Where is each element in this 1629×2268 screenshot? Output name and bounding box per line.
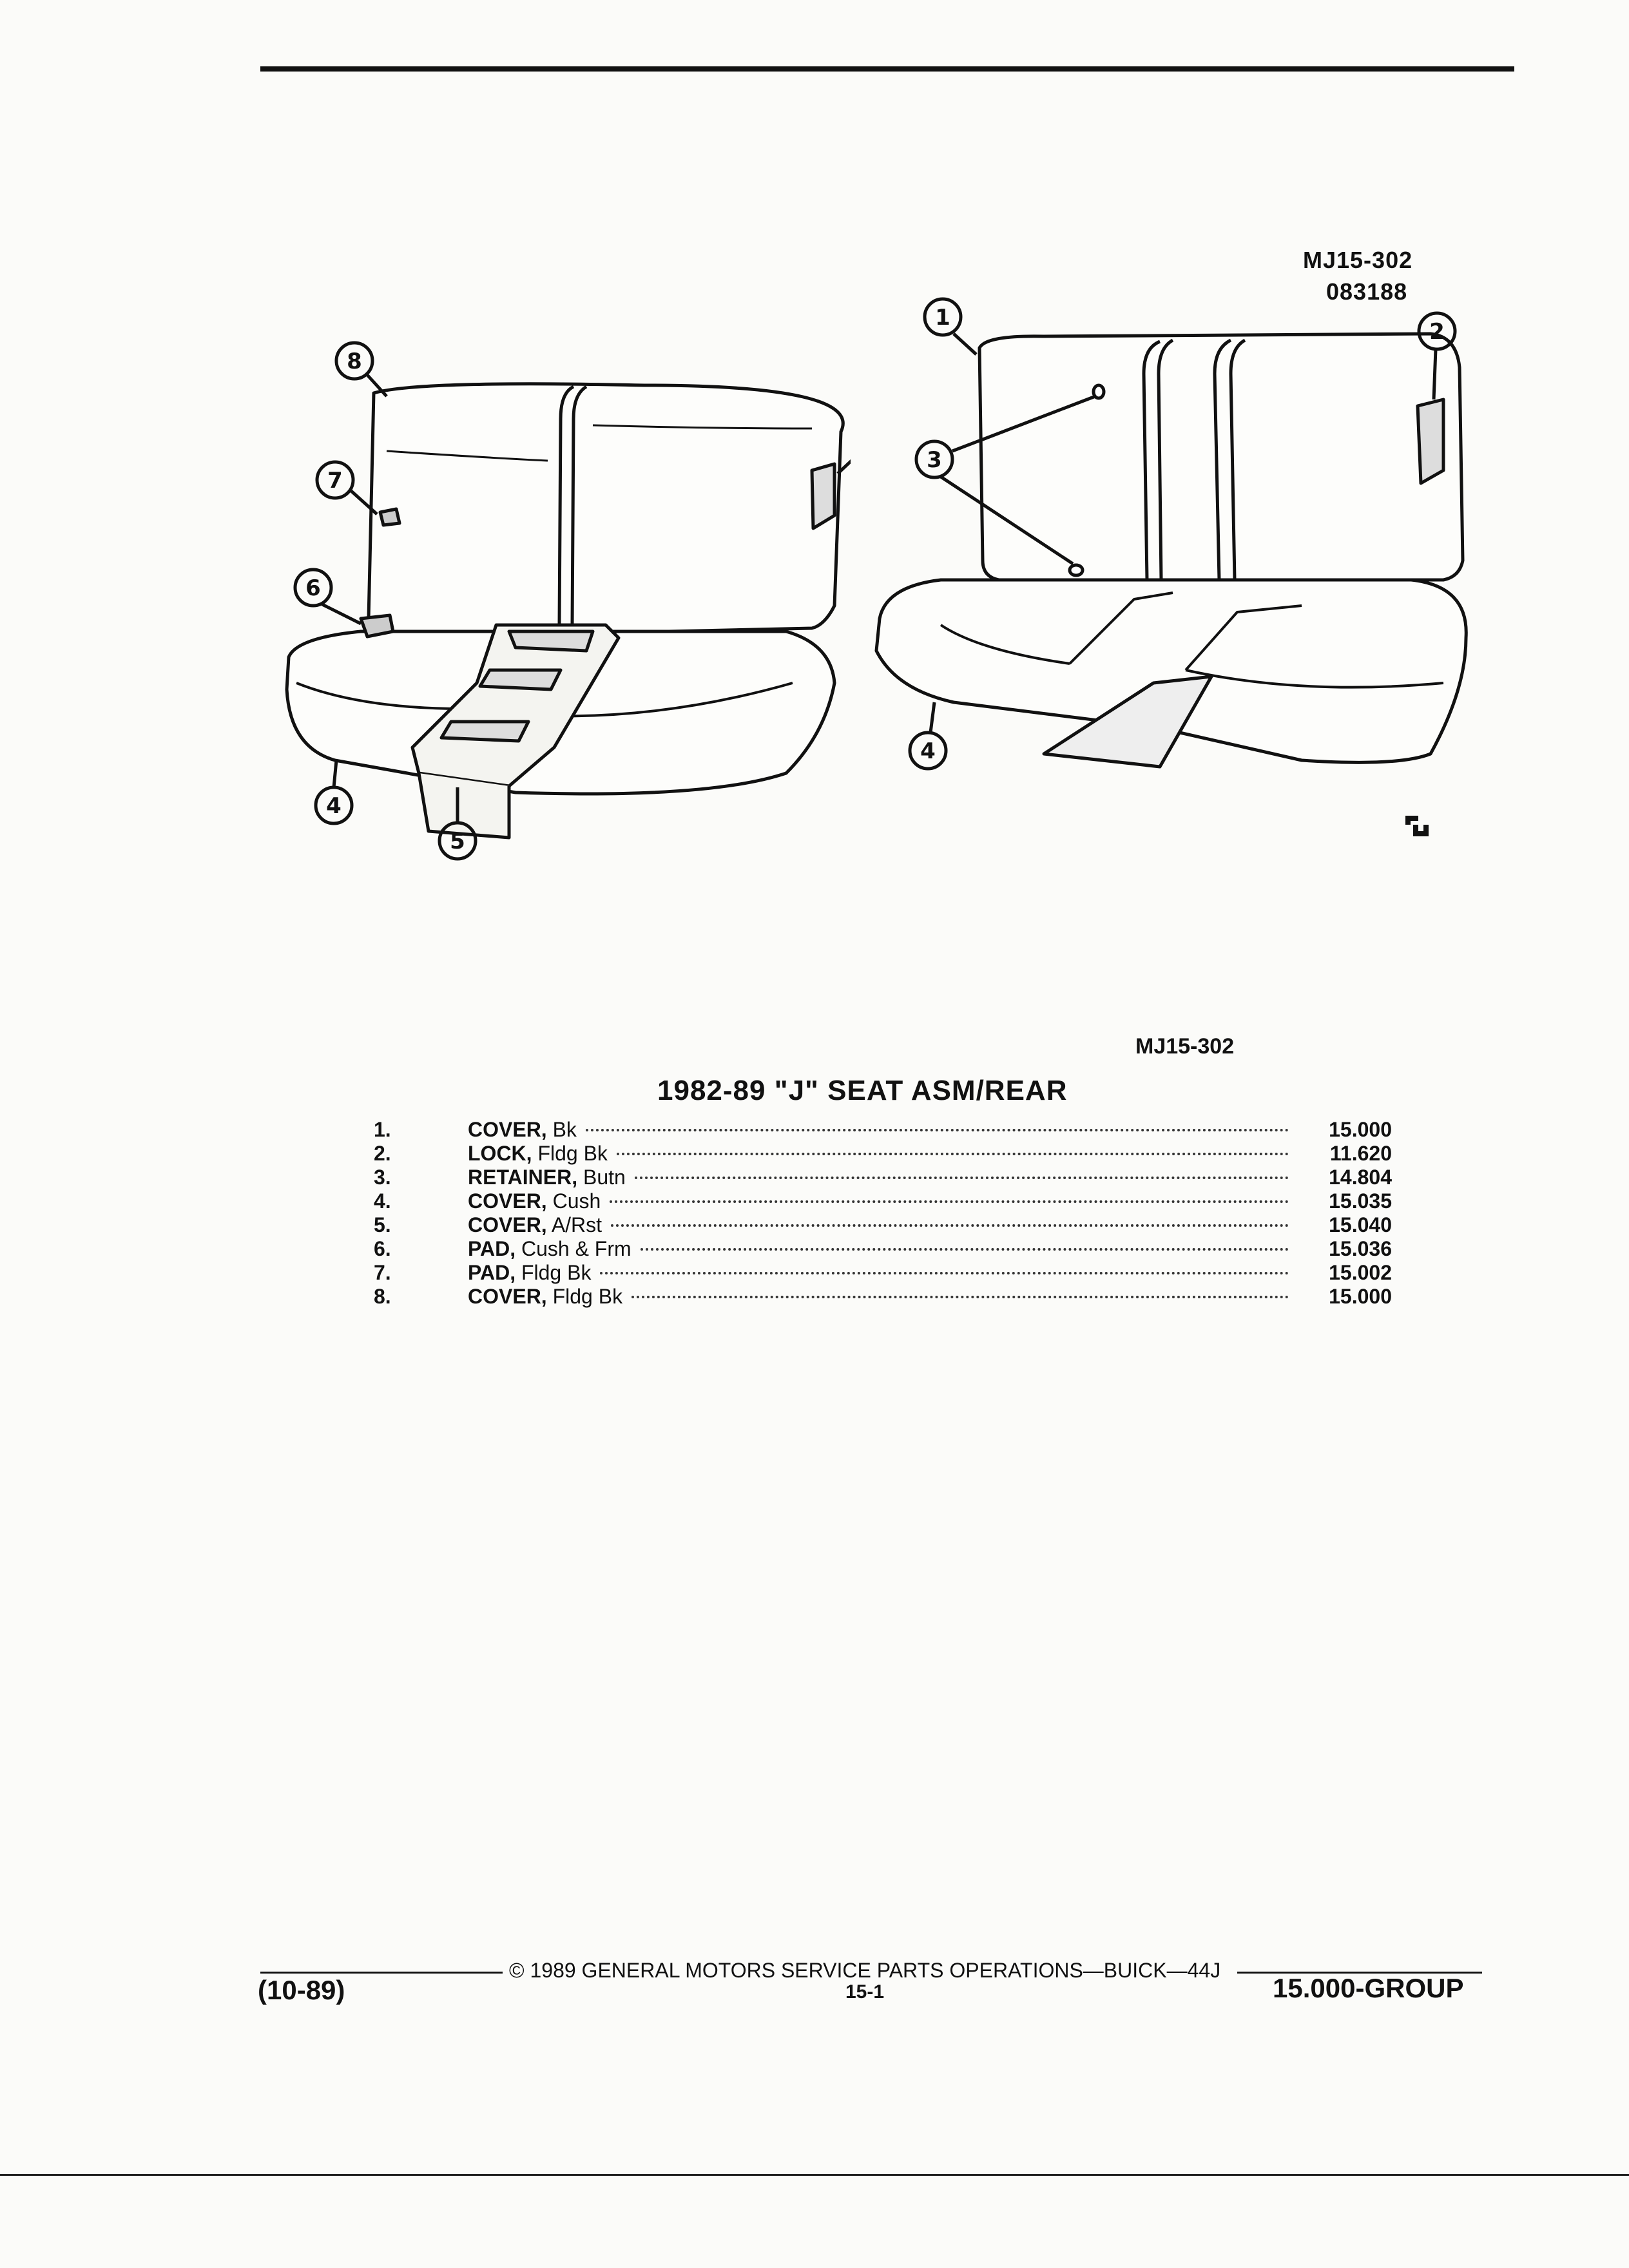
part-detail: Cush & Frm [521,1237,631,1260]
callout-8: 8 [347,349,362,374]
parts-row: 8. COVER, Fldg Bk 15.000 [374,1285,1392,1309]
parts-row: 2. LOCK, Fldg Bk 11.620 [374,1142,1392,1166]
parts-row: 3. RETAINER, Butn 14.804 [374,1166,1392,1189]
part-number: 6. [374,1237,391,1260]
callout-4: 4 [920,738,936,764]
bottom-rule [0,2174,1629,2176]
leader-dots [610,1200,1289,1203]
seat-illustration-right: 1 3 2 4 [874,297,1468,771]
leader-dots [634,1177,1289,1179]
leader-dots [611,1224,1289,1227]
revision-date: (10-89) [258,1975,345,2005]
part-group-ref: 15.000 [1329,1118,1392,1141]
callout-1: 1 [935,305,950,331]
parts-row: 7. PAD, Fldg Bk 15.002 [374,1261,1392,1285]
part-name: LOCK, [468,1142,532,1165]
leader-dots [600,1272,1289,1274]
part-group-ref: 15.035 [1329,1189,1392,1213]
callout-2: 2 [1429,319,1445,345]
part-name: PAD, [468,1237,516,1260]
parts-row: 4. COVER, Cush 15.035 [374,1189,1392,1213]
part-description: PAD, Fldg Bk [468,1261,591,1285]
part-description: COVER, Fldg Bk [468,1285,622,1309]
part-group-ref: 15.040 [1329,1213,1392,1236]
callout-6: 6 [305,575,321,601]
part-detail: Fldg Bk [521,1261,592,1284]
part-detail: Butn [583,1166,626,1189]
part-name: COVER, [468,1213,547,1236]
lock-bracket [1416,398,1445,485]
part-description: LOCK, Fldg Bk [468,1142,608,1166]
part-name: COVER, [468,1118,547,1141]
part-name: PAD, [468,1261,516,1284]
part-description: RETAINER, Butn [468,1166,626,1189]
seat-illustration-left: 8 7 6 4 5 2 [285,341,851,861]
gm-mark-icon [1405,816,1429,836]
part-number: 4. [374,1189,391,1213]
callout-5: 5 [450,829,465,854]
copyright-notice: © 1989 GENERAL MOTORS SERVICE PARTS OPER… [509,1959,1221,1982]
group-number: 15.000-GROUP [1273,1973,1464,2003]
part-group-ref: 14.804 [1329,1166,1392,1189]
part-detail: A/Rst [551,1213,602,1236]
part-group-ref: 15.036 [1329,1237,1392,1260]
part-detail: Bk [552,1118,577,1141]
callout-7: 7 [327,468,343,494]
callout-3: 3 [927,447,942,473]
part-group-ref: 15.002 [1329,1261,1392,1284]
part-group-ref: 11.620 [1329,1142,1392,1165]
seat-back [978,332,1465,582]
part-detail: Fldg Bk [552,1285,623,1308]
section-code: MJ15-302 [1135,1034,1235,1059]
part-name: COVER, [468,1189,547,1213]
part-number: 8. [374,1285,391,1308]
illustration-code: MJ15-302 [1303,247,1413,273]
top-rule [260,66,1514,72]
part-detail: Cush [552,1189,601,1213]
part-number: 1. [374,1118,391,1141]
part-description: PAD, Cush & Frm [468,1237,631,1261]
part-description: COVER, Bk [468,1118,577,1142]
part-group-ref: 15.000 [1329,1285,1392,1308]
cushion-pad [359,613,395,639]
part-description: COVER, A/Rst [468,1213,602,1237]
callout-4: 4 [326,793,342,819]
part-number: 3. [374,1166,391,1189]
part-number: 7. [374,1261,391,1284]
seat-back [367,382,845,640]
lock-bracket [810,462,836,530]
parts-row: 1. COVER, Bk 15.000 [374,1118,1392,1142]
part-number: 2. [374,1142,391,1165]
parts-list: 1. COVER, Bk 15.000 2. LOCK, Fldg Bk 11.… [374,1118,1392,1309]
leader-dots [631,1296,1289,1298]
parts-row: 6. PAD, Cush & Frm 15.036 [374,1237,1392,1261]
leader-dots [640,1248,1289,1251]
part-description: COVER, Cush [468,1189,601,1213]
footer-rule-right [1237,1972,1482,1974]
carpet-strip [1042,675,1213,769]
footer-rule-left [260,1972,503,1974]
part-name: RETAINER, [468,1166,578,1189]
page-number: 15-1 [845,1981,885,2003]
seat-cushion [874,578,1468,764]
part-detail: Fldg Bk [537,1142,608,1165]
parts-row: 5. COVER, A/Rst 15.040 [374,1213,1392,1237]
part-name: COVER, [468,1285,547,1308]
leader-dots [616,1153,1289,1155]
part-number: 5. [374,1213,391,1236]
section-title: 1982-89 "J" SEAT ASM/REAR [657,1075,1068,1106]
seat-back-seam [557,385,575,626]
leader-dots [585,1129,1289,1131]
folding-pad [378,507,401,527]
illustration-date: 083188 [1326,278,1408,305]
